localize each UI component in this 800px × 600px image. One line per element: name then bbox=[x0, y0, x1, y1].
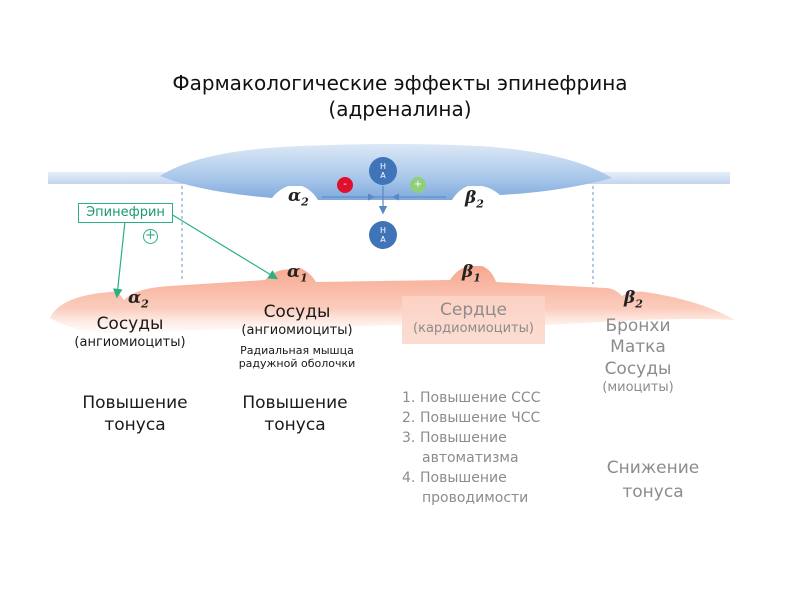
presynaptic-alpha2-label: α2 bbox=[288, 186, 309, 209]
target-cells: (ангиомиоциты) bbox=[74, 335, 186, 351]
target-line-2: Матка bbox=[610, 337, 666, 358]
diagram-title: Фармакологические эффекты эпинефрина (ад… bbox=[0, 70, 800, 122]
list-item-continuation: проводимости bbox=[422, 490, 529, 506]
effect-line-2: тонуса bbox=[622, 482, 684, 502]
na-vesicle-bottom bbox=[369, 221, 397, 249]
beta2-receptor-label: β2 bbox=[624, 288, 643, 311]
beta1-receptor-label: β1 bbox=[462, 262, 481, 285]
na-top-label: Н А bbox=[368, 162, 398, 180]
effect-line-2: тонуса bbox=[104, 415, 166, 435]
target-cells: (кардиомиоциты) bbox=[413, 321, 534, 337]
na-bottom-letter-1: Н bbox=[379, 226, 386, 235]
alpha2-receptor-label: α2 bbox=[128, 288, 149, 311]
alpha1-receptor-label: α1 bbox=[287, 262, 308, 285]
list-item: 2.Повышение ЧСС bbox=[402, 410, 541, 426]
effect-line-2: тонуса bbox=[264, 415, 326, 435]
na-top-letter-2: А bbox=[380, 171, 386, 180]
list-item: 3.Повышение bbox=[402, 430, 507, 446]
effect-line-1: Снижение bbox=[606, 458, 700, 478]
list-item: 1.Повышение ССС bbox=[402, 390, 541, 406]
title-line-2: (адреналина) bbox=[328, 97, 472, 121]
target-heart: Сердце (кардиомиоциты) bbox=[402, 300, 545, 338]
target-cells: (ангиомиоциты) bbox=[241, 323, 353, 339]
na-bottom-letter-2: А bbox=[380, 235, 386, 244]
minus-sign: - bbox=[343, 179, 347, 190]
heart-effects-list: 1.Повышение ССС 2.Повышение ЧСС 3.Повыше… bbox=[402, 388, 540, 508]
effect-beta2: Снижение тонуса bbox=[578, 456, 728, 504]
plus-sign: + bbox=[413, 179, 423, 190]
plus-bubble bbox=[410, 177, 426, 193]
na-top-letter-1: Н bbox=[379, 162, 386, 171]
target-line-1: Бронхи bbox=[605, 316, 671, 336]
presynaptic-beta2-label: β2 bbox=[465, 188, 484, 211]
target-name: Сосуды bbox=[96, 314, 164, 334]
list-item: 4.Повышение bbox=[402, 470, 507, 486]
target-vessels-alpha2: Сосуды (ангиомиоциты) bbox=[65, 314, 195, 352]
target-name: Сосуды bbox=[263, 302, 331, 322]
na-bottom-label: Н А bbox=[368, 226, 398, 244]
target-line-3: Сосуды bbox=[604, 358, 672, 379]
target-vessels-alpha1: Сосуды (ангиомиоциты) Радиальная мышца р… bbox=[232, 302, 362, 371]
target-beta2-group: Бронхи Матка Сосуды (миоциты) bbox=[578, 316, 698, 396]
epi-arrow-alpha1 bbox=[170, 213, 279, 280]
effector-cell-membrane bbox=[50, 266, 735, 344]
effect-alpha1: Повышение тонуса bbox=[220, 392, 370, 436]
effect-line-1: Повышение bbox=[82, 393, 188, 413]
na-vesicle-top bbox=[369, 157, 397, 185]
epinephrine-label: Эпинефрин bbox=[78, 203, 173, 223]
target-cells: (миоциты) bbox=[602, 379, 674, 395]
target-extra-2: радужной оболочки bbox=[238, 357, 356, 371]
effect-line-1: Повышение bbox=[242, 393, 348, 413]
minus-bubble bbox=[337, 177, 353, 193]
list-item-continuation: автоматизма bbox=[422, 450, 519, 466]
epinephrine-plus-icon: + bbox=[143, 229, 158, 244]
title-line-1: Фармакологические эффекты эпинефрина bbox=[172, 71, 628, 95]
target-name: Сердце bbox=[440, 300, 507, 320]
epi-arrow-alpha2 bbox=[112, 220, 126, 299]
heart-region bbox=[402, 296, 545, 344]
target-extra-1: Радиальная мышца bbox=[240, 343, 354, 357]
effect-alpha2: Повышение тонуса bbox=[60, 392, 210, 436]
